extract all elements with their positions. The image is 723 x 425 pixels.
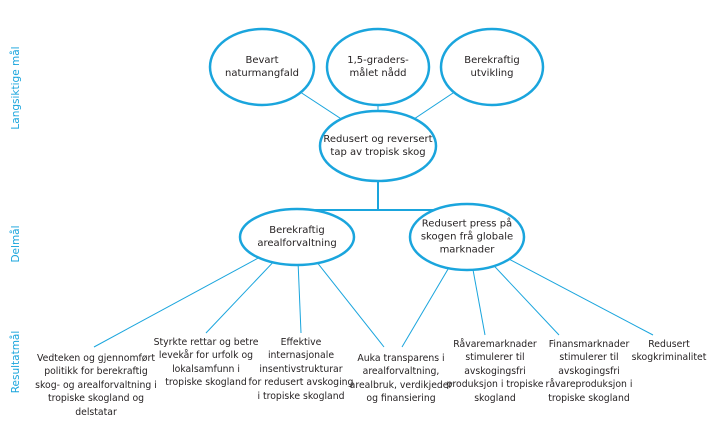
- node-ellipse: [208, 27, 316, 107]
- node-ellipse: [408, 202, 526, 272]
- sub-goal: Berekraftig arealforvaltning: [257, 225, 337, 249]
- node-ellipse: [238, 207, 356, 267]
- outcome: Råvaremarknader stimulerer til avskoging…: [446, 339, 544, 404]
- node-ellipse: [318, 109, 438, 183]
- outcome: Styrkte rettar og betre levekår for urfo…: [153, 337, 259, 389]
- sub-goal: Redusert press på skogen frå globale mar…: [420, 218, 514, 256]
- outcome: Finansmarknader stimulerer til avskoging…: [545, 339, 633, 404]
- nodes: [208, 27, 545, 272]
- connectors: [93, 66, 654, 348]
- main-goal: Redusert og reversert tap av tropisk sko…: [323, 134, 433, 158]
- level-label-sub-goals: Delmål: [10, 225, 22, 263]
- outcome: Auka transparens i arealforvaltning, are…: [349, 353, 453, 405]
- long-term-goal: Berekraftig utvikling: [464, 55, 520, 79]
- node-ellipse: [325, 27, 431, 107]
- level-label-long-term: Langsiktige mål: [10, 46, 22, 130]
- level-label-outcomes: Resultatmål: [10, 330, 22, 394]
- outcome: Redusert skogkriminalitet: [631, 339, 707, 364]
- outcome: Effektive internasjonale insentivstruktu…: [248, 337, 354, 402]
- node-ellipse: [439, 27, 545, 107]
- long-term-goal: Bevart naturmangfald: [225, 55, 299, 79]
- long-term-goal: 1,5-graders- målet nådd: [347, 55, 409, 79]
- outcome: Vedteken og gjennomført politikk for ber…: [35, 353, 157, 418]
